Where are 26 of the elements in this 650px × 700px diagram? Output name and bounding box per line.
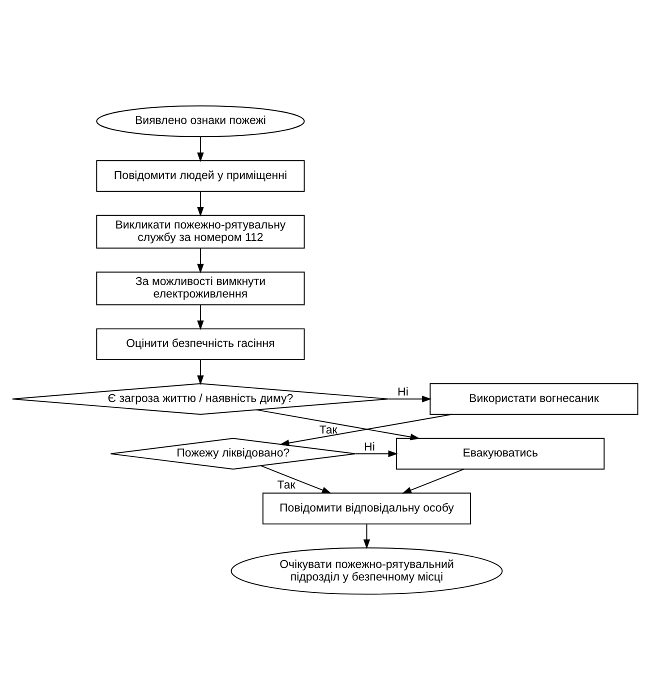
node-box: Евакуюватись — [396, 438, 605, 470]
edge-label: Так — [277, 480, 296, 492]
node-box: Використати вогнесаник — [430, 383, 638, 415]
node-box: За можливості вимкнути електроживлення — [96, 272, 305, 306]
arrow — [280, 414, 452, 446]
node-box: Оцінити безпечність гасіння — [96, 328, 305, 360]
node-ellipse: Виявлено ознаки пожежі — [96, 105, 305, 138]
arrow — [363, 524, 370, 549]
arrow — [402, 468, 464, 494]
edge-label: Ні — [364, 441, 375, 454]
arrow — [260, 465, 332, 494]
node-box: Викликати пожежно-рятувальну службу за номером 112 — [96, 214, 305, 249]
node-diamond: Є загроза життю / наявність диму? — [12, 383, 390, 415]
node-box: Повідомити людей у приміщенні — [96, 160, 305, 192]
arrow — [197, 359, 204, 386]
arrow — [197, 136, 204, 162]
node-ellipse: Очікувати пожежно-рятувальний підрозділ у безпечному місці — [230, 547, 503, 595]
arrow — [197, 304, 204, 330]
edge-label: Ні — [398, 386, 408, 399]
arrow — [355, 450, 398, 458]
arrow — [256, 409, 420, 440]
arrow — [388, 396, 432, 402]
edge-label: Так — [319, 424, 338, 436]
arrow — [197, 248, 204, 274]
node-box: Повідомити відповідальну особу — [262, 492, 472, 524]
arrow — [197, 190, 204, 217]
